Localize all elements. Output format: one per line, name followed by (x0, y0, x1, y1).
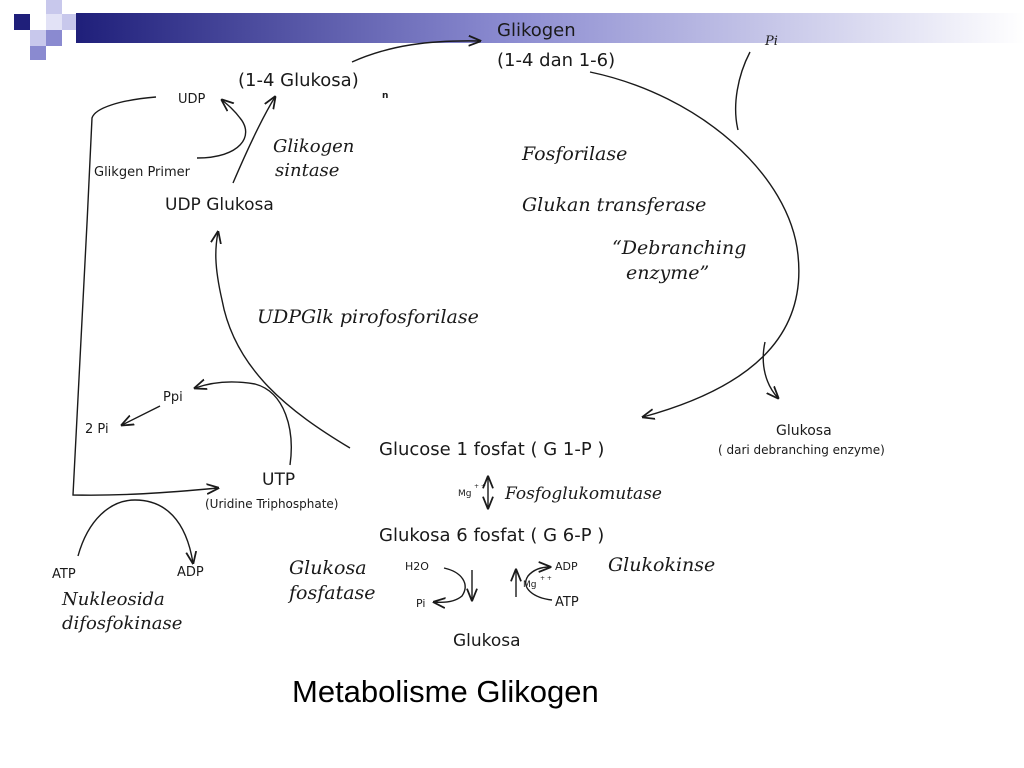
mg-label-2: Mg (523, 580, 537, 590)
deco-square (46, 30, 62, 46)
enzyme-glukokinse: Glukokinse (608, 554, 716, 576)
enzyme-glukan-transferase: Glukan transferase (522, 194, 707, 216)
arrow-udp-recycle-loop (72, 96, 218, 496)
glikogen-primer-label: Glikgen Primer (94, 165, 191, 180)
glukosa-chain-label: (1-4 Glukosa) (238, 70, 359, 91)
arrow-ppi-to-2pi (122, 405, 161, 425)
glukosa-bottom-label: Glukosa (453, 631, 521, 651)
pi-top-label: Pi (765, 34, 778, 49)
two-pi-label: 2 Pi (85, 422, 109, 437)
header-decoration (14, 0, 1024, 60)
header-gradient-strip (76, 13, 1024, 43)
arrow-g1p-to-udp-glukosa (216, 232, 351, 449)
glukosa-debranch-note: ( dari debranching enzyme) (718, 443, 885, 457)
enzyme-fosfoglukomutase: Fosfoglukomutase (505, 484, 662, 504)
arrow-h2o-curve (434, 567, 466, 602)
arrow-atp-adp-curve (77, 499, 193, 563)
deco-square (62, 14, 76, 30)
enzyme-udpglk-pirofosforilase: UDPGlk pirofosforilase (257, 306, 479, 328)
deco-square (30, 30, 46, 46)
glukosa-debranch-label: Glukosa (776, 423, 832, 439)
mg-sup-2: + + (540, 575, 552, 582)
slide-title: Metabolisme Glikogen (292, 674, 599, 709)
mg-label-1: Mg (458, 489, 472, 499)
udp-label: UDP (178, 92, 206, 107)
pi-bottom-label: Pi (416, 597, 426, 610)
atp-left-label: ATP (52, 567, 76, 582)
glukosa-chain-subscript: n (382, 91, 389, 101)
deco-square (14, 14, 30, 30)
atp-right-label: ATP (555, 595, 579, 610)
enzyme-glukosa-fosfatase-line2: fosfatase (289, 582, 376, 604)
enzyme-glikogen-sintase-line1: Glikogen (273, 136, 355, 157)
utp-label: UTP (262, 470, 296, 490)
enzyme-nukleosida-line2: difosfokinase (62, 613, 183, 634)
adp-right-label: ADP (555, 560, 578, 573)
h2o-label: H2O (405, 560, 429, 573)
enzyme-glukosa-fosfatase-line1: Glukosa (289, 557, 367, 579)
mg-sup-1: + + (474, 483, 486, 490)
arrow-to-glukosa-debranch (762, 341, 778, 398)
enzyme-debranching-line1: “Debranching (612, 237, 747, 259)
glikogen-bond-label: (1-4 dan 1-6) (497, 50, 616, 71)
deco-square (30, 46, 46, 60)
arrow-pi-input (734, 51, 751, 131)
arrow-glikogen-breakdown-loop (589, 71, 800, 417)
arrow-udp-glukosa-to-chain (232, 97, 275, 184)
ppi-label: Ppi (163, 390, 183, 405)
arrow-utp-to-ppi (195, 382, 292, 466)
arrow-primer-to-udp (196, 100, 247, 159)
arrow-atp-to-adp-curve (525, 567, 553, 601)
enzyme-nukleosida-line1: Nukleosida (62, 589, 165, 610)
utp-full-label: (Uridine Triphosphate) (205, 497, 339, 511)
deco-square (46, 0, 62, 14)
enzyme-fosforilase: Fosforilase (522, 143, 628, 165)
udp-glukosa-label: UDP Glukosa (165, 195, 274, 215)
enzyme-glikogen-sintase-line2: sintase (275, 160, 340, 181)
g1p-label: Glucose 1 fosfat ( G 1-P ) (379, 439, 605, 460)
enzyme-debranching-line2: enzyme” (626, 262, 710, 284)
adp-left-label: ADP (177, 565, 204, 580)
deco-square (46, 14, 62, 30)
glikogen-label: Glikogen (497, 20, 576, 41)
arrow-chain-to-glikogen (351, 41, 480, 63)
g6p-label: Glukosa 6 fosfat ( G 6-P ) (379, 525, 605, 546)
